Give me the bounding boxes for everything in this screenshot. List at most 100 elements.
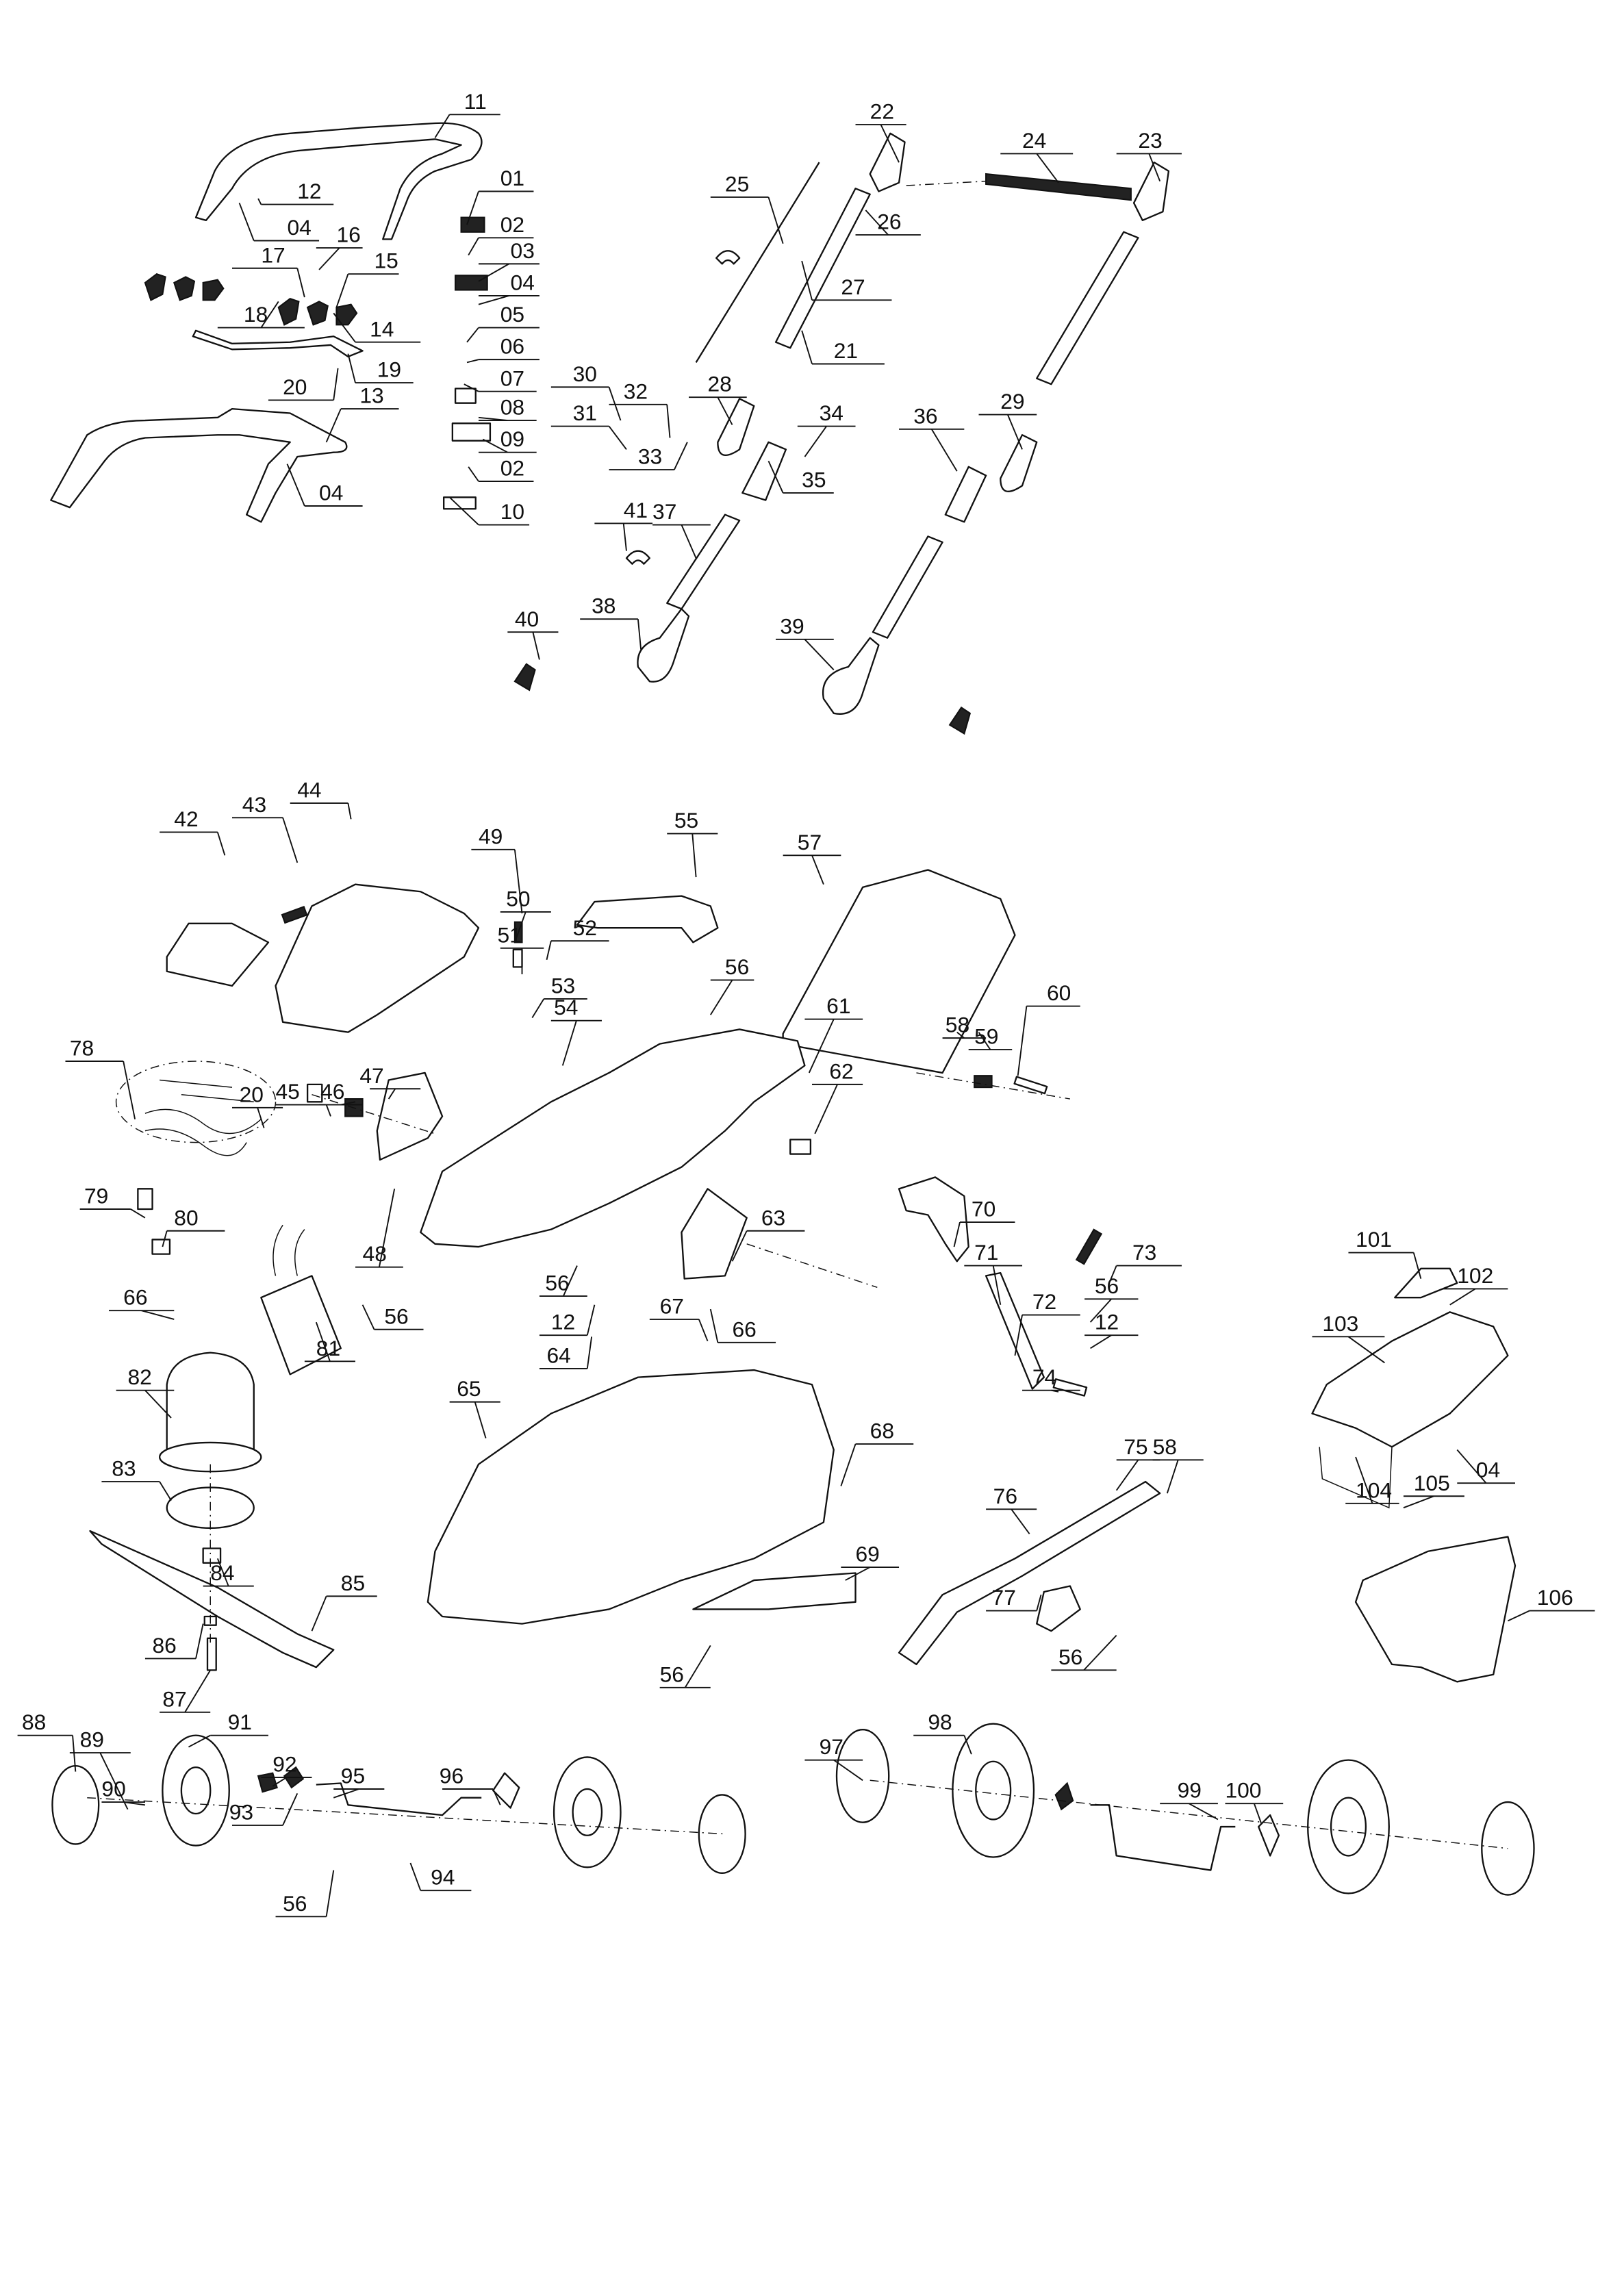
callout-number: 56 <box>725 954 749 979</box>
callout-number: 67 <box>660 1293 684 1318</box>
callout-number: 23 <box>1138 128 1162 153</box>
callout-leader-line <box>464 383 479 392</box>
callout: 27 <box>801 260 892 301</box>
callout-leader-line <box>340 1101 356 1106</box>
bracket-part <box>306 301 329 326</box>
callout: 76 <box>986 1484 1037 1534</box>
cable-part <box>695 162 820 363</box>
callout: 93 <box>229 1792 299 1826</box>
callout-leader-line <box>434 114 451 138</box>
callout-leader-line <box>673 442 688 470</box>
callout-number: 56 <box>283 1891 307 1916</box>
callout-leader-line <box>335 273 349 308</box>
callout-leader-line <box>466 191 479 225</box>
callout: 80 <box>162 1205 225 1247</box>
assembly-axis <box>870 1779 1508 1849</box>
callout-leader-line <box>272 1777 287 1787</box>
knob-part <box>948 706 972 735</box>
callout: 54 <box>550 995 602 1066</box>
wire-part <box>144 1079 262 1156</box>
bracket-part <box>144 273 166 301</box>
callout: 14 <box>333 312 421 343</box>
callout-leader-line <box>767 196 784 244</box>
callout-leader-line <box>296 268 305 298</box>
callout-leader-line <box>144 1390 172 1419</box>
callout-number: 87 <box>162 1686 186 1711</box>
callout-number: 76 <box>993 1484 1017 1508</box>
callout-number: 29 <box>1000 389 1024 414</box>
callout-number: 04 <box>319 481 343 505</box>
callout-number: 73 <box>1132 1240 1156 1265</box>
callout-number: 104 <box>1356 1478 1392 1502</box>
callout-leader-line <box>845 1567 871 1581</box>
switch-part <box>460 216 485 233</box>
callout-leader-line <box>531 998 545 1018</box>
callout-number: 89 <box>80 1727 104 1752</box>
wire-part <box>272 1224 305 1276</box>
callout: 101 <box>1348 1227 1422 1279</box>
callout: 95 <box>333 1764 385 1799</box>
callout-leader-line <box>468 466 479 482</box>
callout: 77 <box>986 1585 1042 1612</box>
hinge-part <box>944 466 987 523</box>
callout-leader-line <box>1017 1006 1028 1076</box>
callout: 44 <box>290 778 352 820</box>
callout-leader-line <box>130 1208 146 1219</box>
callout-number: 17 <box>261 242 285 267</box>
callout-number: 74 <box>1032 1365 1056 1389</box>
callout-leader-line <box>1089 1298 1112 1323</box>
callout: 67 <box>649 1293 709 1342</box>
blade-bolt-part <box>206 1637 217 1671</box>
callout: 58 <box>942 1013 987 1039</box>
callout-leader-line <box>963 1735 972 1755</box>
crossbar-part <box>985 173 1132 201</box>
terminal-part <box>137 1188 153 1210</box>
callout: 105 <box>1403 1471 1464 1509</box>
callout-leader-line <box>282 817 299 863</box>
callout-number: 34 <box>820 401 843 425</box>
callout-leader-line <box>1355 1456 1373 1504</box>
bracket-plate-part <box>1036 1585 1081 1632</box>
callout: 97 <box>804 1734 863 1782</box>
callout-number: 56 <box>660 1662 684 1686</box>
callout: 63 <box>731 1205 805 1262</box>
callout-leader-line <box>814 1084 838 1134</box>
callout-number: 43 <box>242 792 266 817</box>
callout-number: 22 <box>870 99 894 124</box>
callout-number: 70 <box>972 1197 995 1221</box>
callout: 28 <box>689 372 747 425</box>
callout-leader-line <box>801 330 813 364</box>
callout: 01 <box>466 166 534 225</box>
callout: 29 <box>978 389 1037 450</box>
upper-tube-right <box>1036 231 1139 385</box>
callout-number: 91 <box>228 1710 252 1734</box>
callout-number: 12 <box>297 179 321 203</box>
callout: 83 <box>101 1456 172 1501</box>
callout-leader-line <box>1253 1803 1263 1825</box>
rear-flap-part <box>782 869 1016 1074</box>
callout-number: 105 <box>1414 1471 1450 1495</box>
callout-number: 07 <box>500 366 524 390</box>
callout-number: 11 <box>464 89 487 114</box>
bracket-part <box>173 276 196 301</box>
callout: 71 <box>964 1240 1023 1305</box>
callout-leader-line <box>466 359 479 364</box>
callout-leader-line <box>216 1558 229 1586</box>
callout-leader-line <box>282 1792 299 1826</box>
axle-part <box>316 1782 482 1816</box>
callout-number: 56 <box>384 1304 408 1328</box>
callout: 18 <box>217 301 305 329</box>
callout-leader-line <box>608 425 627 450</box>
callout-number: 30 <box>573 362 597 386</box>
callout: 72 <box>1014 1289 1080 1356</box>
callout: 90 <box>101 1777 146 1806</box>
callout-leader-line <box>681 524 697 559</box>
callout-leader-line <box>709 979 733 1015</box>
callout-number: 68 <box>870 1419 894 1443</box>
callout-leader-line <box>513 849 523 914</box>
callout-number: 81 <box>316 1336 340 1360</box>
safety-flap-part <box>166 922 270 987</box>
callout-leader-line <box>514 911 526 943</box>
callout-leader-line <box>388 1088 396 1100</box>
callout-number: 62 <box>829 1058 853 1083</box>
